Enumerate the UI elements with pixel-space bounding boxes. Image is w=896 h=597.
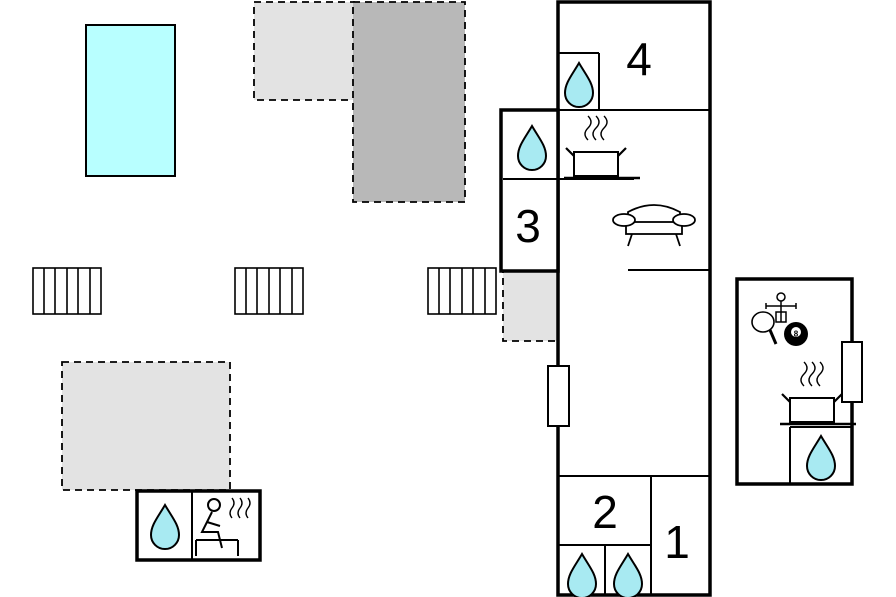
table-tennis-icon [751,311,778,345]
terrace-light-side [502,270,561,342]
terrace-light-bottom [61,361,231,491]
room-number-3: 3 [515,200,541,252]
radiator [547,365,570,427]
main-house: 4 3 2 1 [499,0,712,597]
terrace-light-top [253,1,355,101]
svg-text:8: 8 [794,330,799,339]
pool [85,24,176,177]
room-number-4: 4 [626,33,652,85]
radiator [841,341,863,403]
room-number-1: 1 [664,516,690,568]
sauna-icon [195,497,251,556]
billiard-ball-icon: 8 [784,322,808,346]
table-football-icon [765,292,797,323]
sun-lounger [234,267,304,315]
room-number-2: 2 [592,486,618,538]
sun-lounger [32,267,102,315]
annex-building: 8 [735,277,863,486]
sauna-building [135,489,262,562]
terrace-dark-top [352,1,466,203]
sofa-icon [612,204,696,247]
sun-lounger [427,267,497,315]
